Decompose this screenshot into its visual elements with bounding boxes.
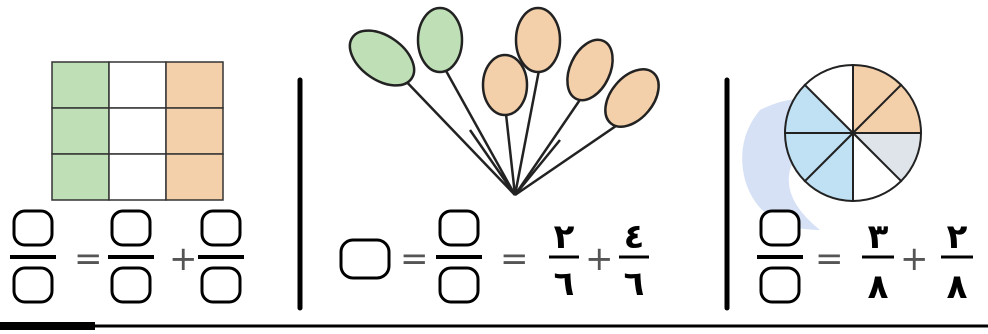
grid-cell: [52, 108, 109, 154]
numerator-box[interactable]: [440, 211, 478, 245]
equals-sign: =: [400, 239, 429, 279]
grid-cell: [52, 62, 109, 108]
plus-sign: +: [900, 239, 929, 279]
answer-fraction[interactable]: [757, 211, 803, 302]
middle-equation: = = ٢ ٦ + ٤ ٦: [341, 211, 649, 304]
answer-fraction[interactable]: [436, 211, 482, 302]
denominator: ٨: [947, 267, 968, 307]
balloon-orange: [516, 8, 560, 72]
balloon-bunch: [340, 8, 669, 195]
given-fraction: ٤ ٦: [619, 217, 649, 304]
balloon-green: [340, 19, 424, 96]
numerator-box[interactable]: [761, 211, 799, 245]
answer-fraction[interactable]: [10, 211, 56, 302]
numerator-box[interactable]: [14, 211, 52, 245]
given-fraction: ٢ ٨: [941, 217, 973, 307]
grid-cell: [109, 108, 166, 154]
numerator: ٤: [624, 217, 645, 257]
numerator: ٣: [868, 217, 889, 257]
denominator: ٦: [624, 264, 645, 304]
balloon-green: [418, 8, 462, 72]
answer-fraction[interactable]: [108, 211, 154, 302]
equals-sign: =: [815, 239, 844, 279]
denominator-box[interactable]: [112, 268, 150, 302]
grid-cell: [109, 154, 166, 200]
denominator-box[interactable]: [440, 268, 478, 302]
right-equation: = ٣ ٨ + ٢ ٨: [757, 211, 973, 307]
left-equation: = +: [10, 211, 244, 302]
numerator-box[interactable]: [202, 211, 240, 245]
grid-cell: [166, 154, 223, 200]
plus-sign: +: [169, 239, 198, 279]
numerator: ٢: [554, 217, 575, 257]
answer-fraction[interactable]: [198, 211, 244, 302]
denominator-box[interactable]: [202, 268, 240, 302]
fraction-grid: [52, 62, 223, 200]
given-fraction: ٣ ٨: [862, 217, 894, 307]
whole-answer-box[interactable]: [341, 240, 389, 278]
numerator-box[interactable]: [112, 211, 150, 245]
numerator: ٢: [947, 217, 968, 257]
grid-cell: [166, 62, 223, 108]
denominator-box[interactable]: [761, 268, 799, 302]
denominator: ٨: [868, 267, 889, 307]
equals-sign: =: [500, 239, 529, 279]
denominator-box[interactable]: [14, 268, 52, 302]
equals-sign: =: [74, 239, 103, 279]
denominator: ٦: [554, 264, 575, 304]
grid-cell: [109, 62, 166, 108]
grid-cell: [166, 108, 223, 154]
plus-sign: +: [585, 239, 614, 279]
balloon-orange: [483, 55, 527, 115]
balloon-string: [515, 115, 632, 195]
given-fraction: ٢ ٦: [549, 217, 579, 304]
grid-cell: [52, 154, 109, 200]
fraction-circle: [785, 65, 921, 201]
bottom-rule-accent: [0, 322, 95, 330]
